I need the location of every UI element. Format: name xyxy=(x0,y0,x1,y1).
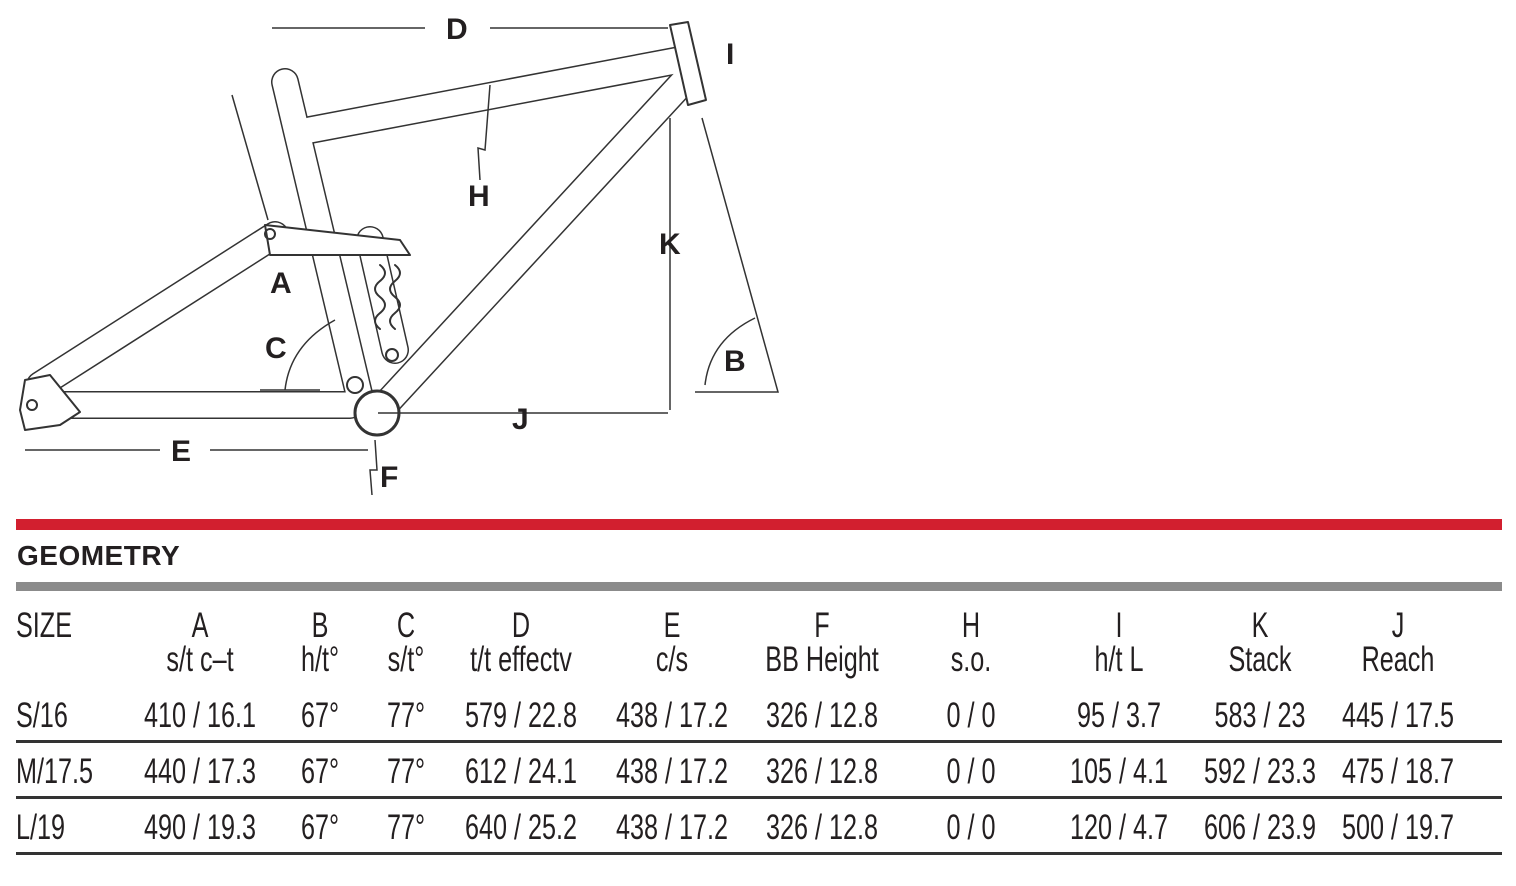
column-header-letter: K xyxy=(1251,606,1269,645)
column-header-letter: B xyxy=(311,606,329,645)
value-cell: 326 / 12.8 xyxy=(765,808,879,847)
column-header-letter: H xyxy=(961,606,981,645)
column-header-label: Stack xyxy=(1228,640,1292,679)
label-k: K xyxy=(659,228,681,261)
size-cell: M/17.5 xyxy=(16,752,94,791)
label-f: F xyxy=(380,461,398,494)
value-cell: 67° xyxy=(300,808,340,847)
column-header-label: s/t c–t xyxy=(166,640,234,679)
value-cell: 490 / 19.3 xyxy=(143,808,257,847)
label-d: D xyxy=(446,13,468,46)
column-header-letter: D xyxy=(511,606,531,645)
value-cell: 500 / 19.7 xyxy=(1341,808,1455,847)
value-cell: 67° xyxy=(300,752,340,791)
value-cell: 438 / 17.2 xyxy=(615,696,729,735)
value-cell: 326 / 12.8 xyxy=(765,752,879,791)
value-cell: 640 / 25.2 xyxy=(464,808,578,847)
size-cell: L/19 xyxy=(16,808,66,847)
divider-bar xyxy=(16,582,1502,591)
column-header-label: c/s xyxy=(655,640,689,679)
column-header-label: t/t effectv xyxy=(470,640,572,679)
column-header-letter: C xyxy=(396,606,416,645)
label-i: I xyxy=(726,38,734,71)
value-cell: 77° xyxy=(386,696,426,735)
column-header-label: BB Height xyxy=(765,640,879,679)
label-j: J xyxy=(512,403,529,436)
column-header-letter: E xyxy=(663,606,681,645)
value-cell: 0 / 0 xyxy=(946,696,996,735)
value-cell: 612 / 24.1 xyxy=(464,752,578,791)
value-cell: 77° xyxy=(386,808,426,847)
column-header-label: h/t° xyxy=(300,640,340,679)
value-cell: 120 / 4.7 xyxy=(1069,808,1169,847)
label-a: A xyxy=(270,267,292,300)
value-cell: 326 / 12.8 xyxy=(765,696,879,735)
value-cell: 0 / 0 xyxy=(946,808,996,847)
row-divider xyxy=(16,740,1502,743)
row-divider xyxy=(16,852,1502,855)
label-b: B xyxy=(724,345,746,378)
label-h: H xyxy=(468,180,490,213)
column-header-letter: I xyxy=(1115,606,1123,645)
value-cell: 606 / 23.9 xyxy=(1203,808,1317,847)
value-cell: 77° xyxy=(386,752,426,791)
accent-bar xyxy=(16,519,1502,530)
value-cell: 438 / 17.2 xyxy=(615,752,729,791)
frame-geometry-diagram: D I H K A C B E J F xyxy=(19,13,779,496)
value-cell: 579 / 22.8 xyxy=(464,696,578,735)
section-title: GEOMETRY xyxy=(17,540,181,571)
column-header-label: h/t L xyxy=(1094,640,1144,679)
value-cell: 445 / 17.5 xyxy=(1341,696,1455,735)
value-cell: 67° xyxy=(300,696,340,735)
value-cell: 438 / 17.2 xyxy=(615,808,729,847)
value-cell: 475 / 18.7 xyxy=(1341,752,1455,791)
column-header-label: Reach xyxy=(1361,640,1435,679)
value-cell: 95 / 3.7 xyxy=(1076,696,1162,735)
column-header-label: s.o. xyxy=(950,640,992,679)
value-cell: 592 / 23.3 xyxy=(1203,752,1317,791)
value-cell: 0 / 0 xyxy=(946,752,996,791)
value-cell: 105 / 4.1 xyxy=(1069,752,1169,791)
column-header-label: s/t° xyxy=(387,640,425,679)
value-cell: 440 / 17.3 xyxy=(143,752,257,791)
label-e: E xyxy=(171,435,191,468)
value-cell: 410 / 16.1 xyxy=(143,696,257,735)
row-divider xyxy=(16,796,1502,799)
value-cell: 583 / 23 xyxy=(1214,696,1306,735)
column-header-letter: SIZE xyxy=(16,606,73,645)
column-header-letter: F xyxy=(814,606,830,645)
frame-outline xyxy=(19,21,707,437)
size-cell: S/16 xyxy=(16,696,68,735)
column-header-letter: J xyxy=(1391,606,1405,645)
label-c: C xyxy=(265,332,287,365)
dimension-lines xyxy=(25,27,779,496)
column-header-letter: A xyxy=(191,606,209,645)
